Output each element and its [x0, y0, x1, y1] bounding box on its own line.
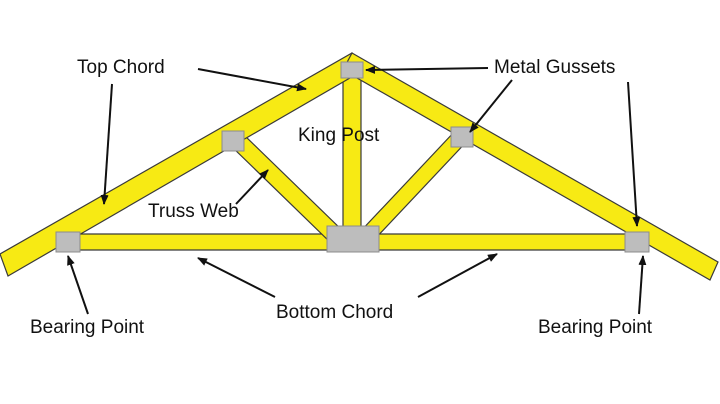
- arrow-bearing-right: [638, 255, 647, 315]
- arrow-gusset-peak: [365, 65, 489, 74]
- gusset-left-bearing: [55, 231, 81, 253]
- label-king-post: King Post: [298, 125, 380, 146]
- gusset-left-web: [221, 130, 245, 152]
- arrow-truss-web: [235, 169, 269, 205]
- arrow-bottom-chord-left: [197, 257, 276, 298]
- arrow-gusset-right-web: [469, 79, 513, 133]
- arrow-top-chord-down: [100, 83, 113, 205]
- gusset-center: [326, 225, 380, 253]
- label-bearing-point-right: Bearing Point: [538, 317, 653, 338]
- label-top-chord: Top Chord: [77, 57, 165, 78]
- arrow-top-chord-horizontal: [197, 68, 307, 92]
- label-metal-gussets: Metal Gussets: [494, 57, 616, 78]
- label-bearing-point-left: Bearing Point: [30, 317, 145, 338]
- gusset-peak: [340, 61, 364, 79]
- gusset-right-web: [450, 126, 474, 148]
- gusset-right-bearing: [624, 231, 650, 253]
- arrow-bottom-chord-right: [417, 253, 498, 298]
- label-truss-web: Truss Web: [148, 201, 239, 222]
- king-post-member: [342, 65, 362, 237]
- arrow-gusset-right-bearing: [627, 81, 641, 227]
- arrow-bearing-left: [67, 255, 89, 315]
- label-bottom-chord: Bottom Chord: [276, 302, 394, 323]
